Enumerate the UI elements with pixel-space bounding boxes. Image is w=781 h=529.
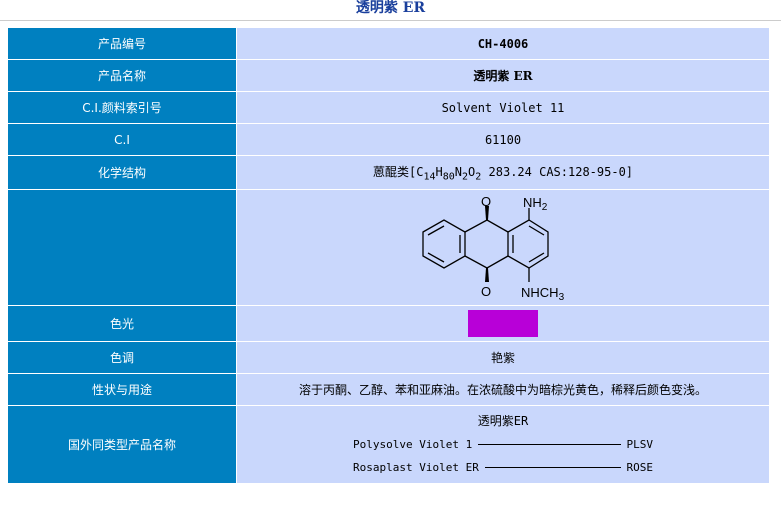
value: 透明紫 ER — [237, 60, 769, 91]
label: 化学结构 — [8, 156, 236, 189]
table-row: 产品名称透明紫 ER — [8, 60, 769, 91]
label: 国外同类型产品名称 — [8, 406, 236, 483]
alternative-item: Polysolve Violet 1 PLSV — [353, 433, 653, 456]
color-cell — [237, 306, 769, 341]
sub: 80 — [442, 171, 455, 183]
label: 性状与用途 — [8, 374, 236, 405]
page-title: 透明紫 ER — [355, 0, 426, 16]
formula-h: H — [435, 164, 443, 179]
structure-cell: O O NH2 NHCH3 — [237, 190, 769, 305]
alt-code: ROSE — [626, 461, 654, 474]
color-swatch — [468, 310, 538, 337]
label: C.I.颜料索引号 — [8, 92, 236, 123]
formula-o: O — [468, 164, 476, 179]
table-row: 色调艳紫 — [8, 342, 769, 373]
connector-line — [478, 444, 621, 445]
divider — [0, 20, 781, 21]
oxygen-label: O — [481, 194, 491, 209]
sub: 2 — [462, 171, 469, 183]
value: 溶于丙酮、乙醇、苯和亚麻油。在浓硫酸中为暗棕光黄色，稀释后颜色变浅。 — [237, 374, 769, 405]
table-row: 化学结构 蒽醌类[C14H80N2O2 283.24 CAS:128-95-0] — [8, 156, 769, 189]
label: 色光 — [8, 306, 236, 341]
nhch3-label: NHCH3 — [521, 285, 565, 303]
sub: 14 — [423, 171, 436, 183]
value: Solvent Violet 11 — [237, 92, 769, 123]
alt-name: Rosaplast Violet ER — [353, 461, 479, 474]
label: 产品编号 — [8, 28, 236, 59]
value: CH-4006 — [237, 28, 769, 59]
value: 艳紫 — [237, 342, 769, 373]
sub: 2 — [475, 171, 482, 183]
formula-n: N — [454, 164, 462, 179]
oxygen-label: O — [481, 284, 491, 299]
nh2-label: NH2 — [523, 195, 548, 213]
alternatives-heading: 透明紫ER — [477, 414, 529, 428]
value: 61100 — [237, 124, 769, 155]
formula-prefix: 蒽醌类[C — [372, 164, 424, 179]
formula: 蒽醌类[C14H80N2O2 283.24 CAS:128-95-0] — [237, 156, 769, 189]
alt-code: PLSV — [626, 438, 654, 451]
table-row: 国外同类型产品名称 透明紫ER Polysolve Violet 1 PLSV R… — [8, 406, 769, 483]
table-row: O O NH2 NHCH3 — [8, 190, 769, 305]
alternative-item: Rosaplast Violet ER ROSE — [353, 456, 653, 479]
label: 色调 — [8, 342, 236, 373]
label: 产品名称 — [8, 60, 236, 91]
table-row: 色光 — [8, 306, 769, 341]
label: C.I — [8, 124, 236, 155]
table-row: 性状与用途溶于丙酮、乙醇、苯和亚麻油。在浓硫酸中为暗棕光黄色，稀释后颜色变浅。 — [8, 374, 769, 405]
alternatives-cell: 透明紫ER Polysolve Violet 1 PLSV Rosaplast V… — [237, 406, 769, 483]
connector-line — [484, 467, 621, 468]
formula-suffix: 283.24 CAS:128-95-0] — [481, 164, 634, 179]
alt-name: Polysolve Violet 1 — [353, 438, 473, 451]
label — [8, 190, 236, 305]
chemical-structure: O O NH2 NHCH3 — [422, 194, 565, 303]
